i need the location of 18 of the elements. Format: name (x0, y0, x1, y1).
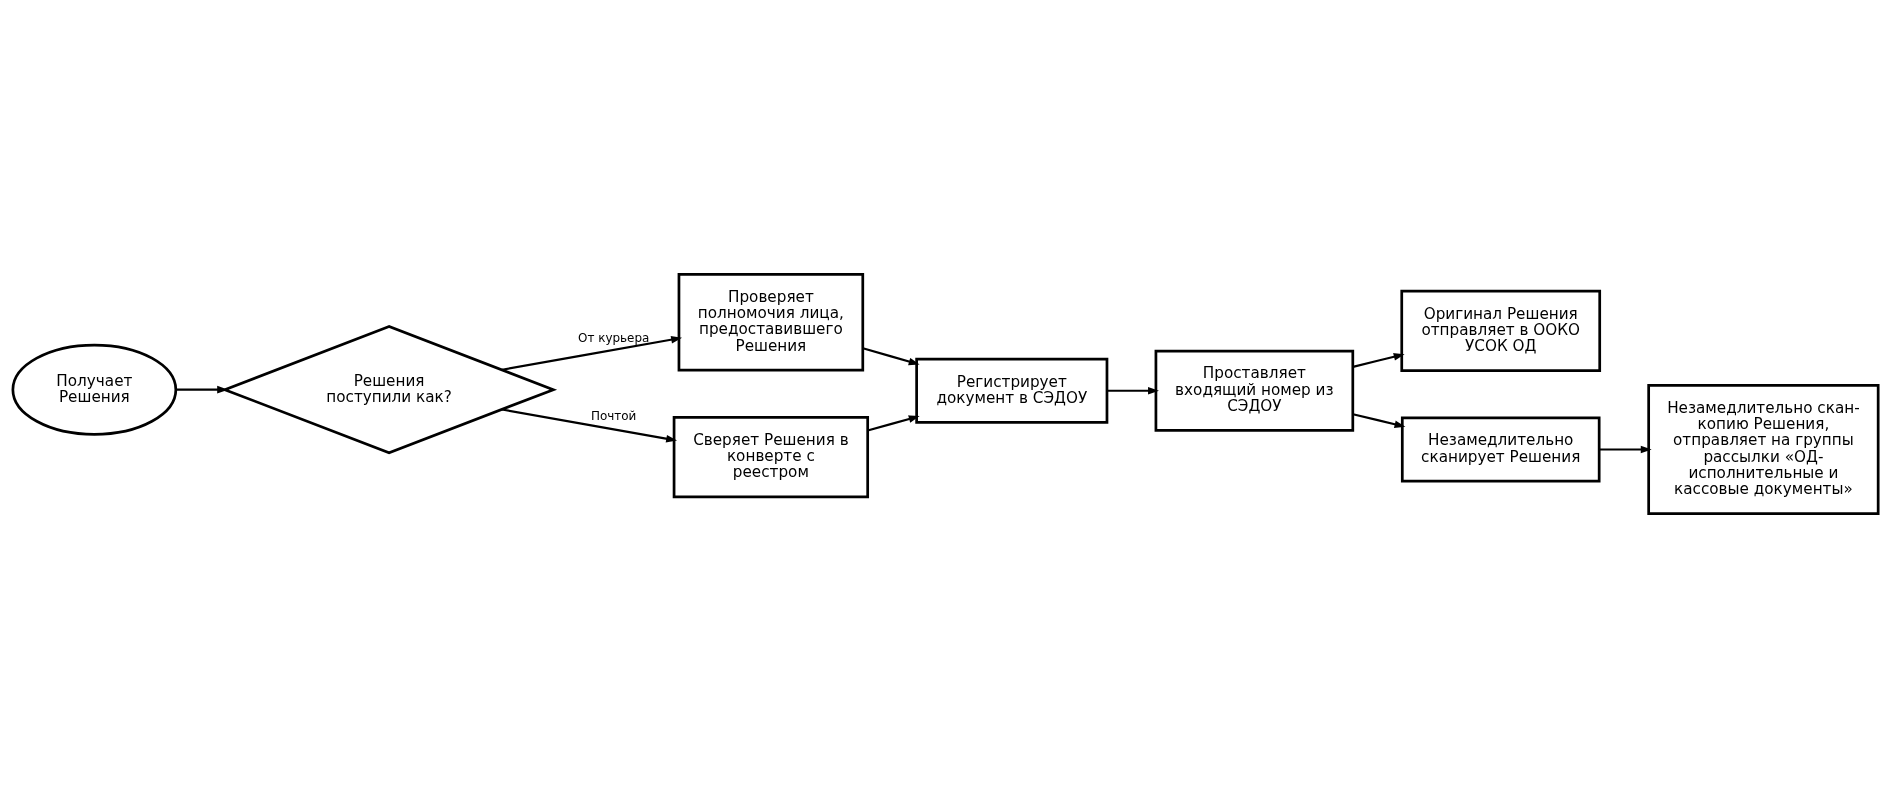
node-box: Оригинал Решения отправляет в ООКО УСОК ОД (1400, 289, 1602, 372)
arrow (1107, 386, 1159, 395)
edge-label: Почтой (590, 408, 637, 423)
arrow (1352, 412, 1406, 428)
node-ellipse: Получает Решения (11, 343, 178, 436)
node-box: Незамедлительно скан-копию Решения, отправляет на группы рассылки «ОД-исполнительные и кассовые документы» (1647, 383, 1880, 515)
edge-label: От курьера (578, 330, 650, 345)
arrow (867, 414, 920, 432)
node-box: Проставляет входящий номер из СЭДОУ (1154, 349, 1355, 432)
arrow (862, 346, 920, 365)
node-box: Сверяет Решения в конверте с реестром (672, 415, 870, 498)
arrow (1352, 352, 1405, 368)
arrow (1599, 445, 1652, 453)
node-box: Регистрирует документ в СЭДОУ (915, 357, 1109, 424)
arrow (501, 407, 678, 442)
arrow (501, 335, 683, 371)
node-box: Проверяет полномочия лица, предоставившего Решения (677, 272, 865, 371)
node-box: Незамедлительно сканирует Решения (1400, 416, 1601, 482)
